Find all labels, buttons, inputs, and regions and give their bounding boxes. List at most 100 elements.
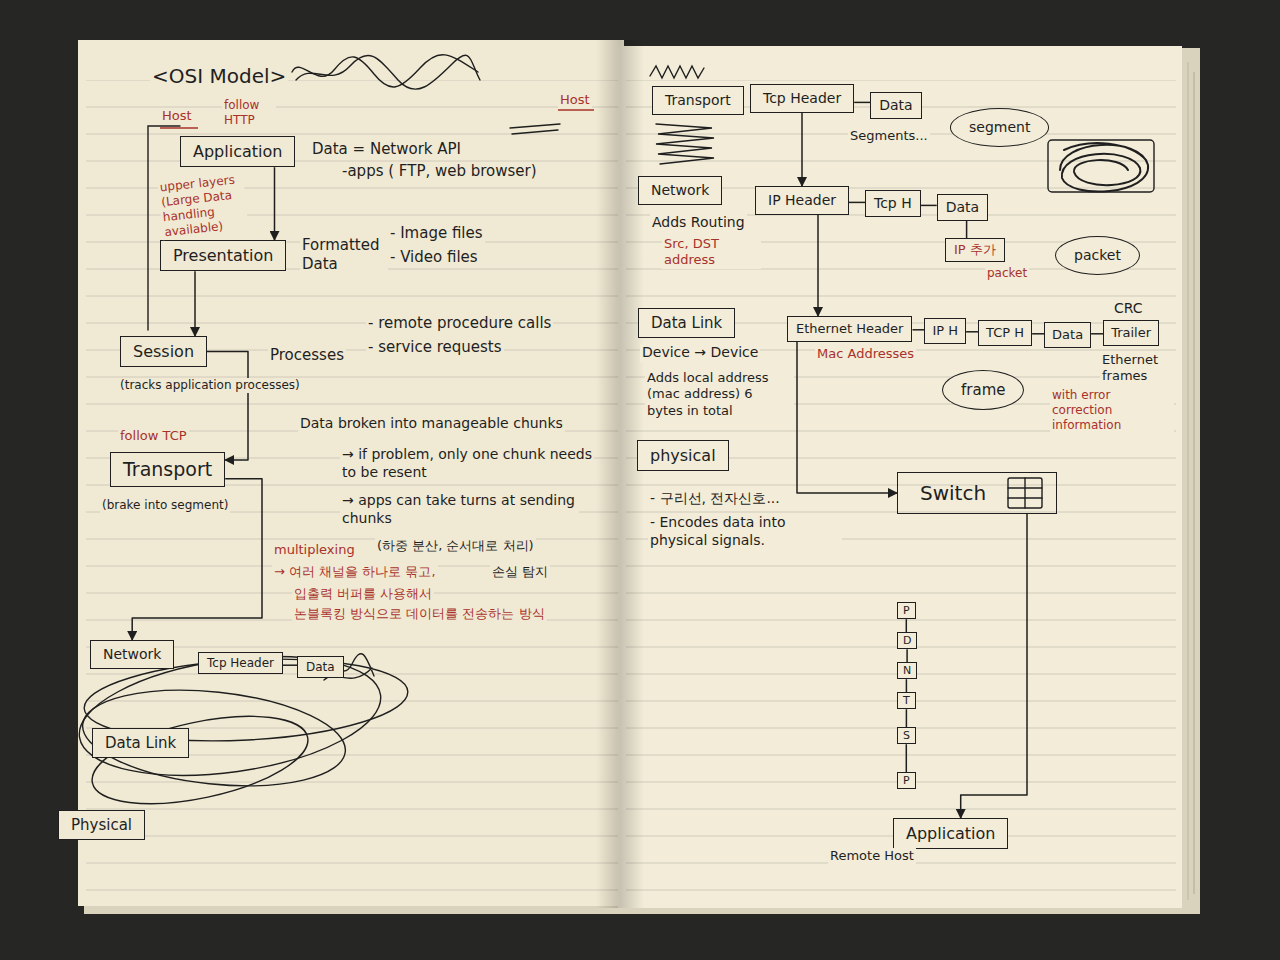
layer-box: Data (1044, 322, 1091, 348)
scribble (510, 124, 560, 134)
node-text: TCP H (986, 325, 1024, 340)
layer-box: Transport (110, 452, 225, 487)
node-text: Session (133, 342, 194, 361)
connector (194, 271, 196, 336)
node-text: Data (946, 199, 979, 215)
scribble (296, 55, 480, 89)
note-text: - remote procedure calls (366, 314, 553, 333)
node-text: IP 추가 (954, 242, 996, 257)
note-text: multiplexing (272, 542, 357, 558)
note-text: Src, DST address (662, 236, 761, 269)
scribble-box (1048, 140, 1154, 192)
layer-box: IP H (924, 318, 966, 344)
node-text: segment (969, 119, 1030, 135)
note-text: Host (558, 92, 592, 108)
layer-box: IP 추가 (945, 238, 1005, 262)
node-text: Data (306, 660, 335, 674)
connector (207, 352, 248, 460)
layer-box: IP Header (755, 186, 849, 215)
note-text: Adds Routing (650, 214, 747, 232)
note-text: upper layers (Large Data handling availa… (157, 172, 249, 241)
connector (961, 514, 1027, 818)
note-text: CRC (1112, 300, 1145, 318)
circle-node: segment (950, 108, 1049, 147)
circle-node: frame (942, 370, 1024, 410)
note-text: Ethernet frames (1100, 352, 1179, 385)
layer-box: N (897, 662, 917, 679)
note-text: Adds local address (mac address) 6 bytes… (645, 370, 794, 419)
note-text: (하중 분산, 순서대로 처리) (375, 538, 536, 554)
connector (906, 679, 908, 692)
connector (849, 202, 865, 204)
layer-box: Tcp Header (198, 652, 283, 674)
note-text: Data = Network API (310, 140, 463, 159)
note-text: Formatted Data (300, 236, 388, 274)
scribble (1060, 143, 1148, 191)
note-text: Device → Device (640, 344, 760, 362)
layer-box: Presentation (160, 240, 286, 271)
connector (801, 113, 803, 186)
ink-drawing (72, 55, 1154, 820)
node-text: Application (906, 824, 995, 843)
connector (913, 329, 925, 331)
ruled-lines (626, 80, 1176, 902)
layer-box: Network (638, 176, 722, 205)
node-text: Switch (920, 481, 986, 505)
note-text: - 구리선, 전자신호... (648, 490, 782, 508)
note-text: - Image files (388, 224, 485, 243)
note-text: with error correction information (1050, 388, 1174, 433)
connector (906, 619, 908, 632)
layer-box: Tcp H (865, 190, 921, 217)
layer-box: Data (937, 194, 988, 221)
node-text: Network (651, 182, 709, 198)
node-text: Tcp H (874, 195, 912, 211)
layer-box: Tcp Header (750, 84, 854, 113)
note-text: Segments... (848, 128, 930, 144)
note-text: - Video files (388, 248, 480, 267)
layer-box: Application (180, 136, 295, 167)
layer-box: Transport (652, 86, 744, 115)
page-edge (1194, 72, 1195, 894)
page-title: <OSI Model> (150, 64, 288, 89)
node-text: Trailer (1111, 325, 1151, 340)
note-text: Host (160, 108, 194, 124)
node-text: Data Link (651, 314, 722, 332)
note-text: Data broken into manageable chunks (298, 415, 565, 433)
page-edge (1188, 62, 1189, 900)
circle-node: packet (1055, 236, 1140, 275)
connector (966, 221, 968, 238)
node-text: Data (879, 97, 912, 113)
node-text: Data (1052, 327, 1083, 342)
note-text: 입출력 버퍼를 사용해서 (292, 586, 434, 602)
scribble (292, 55, 478, 87)
connector (966, 331, 978, 333)
connector (274, 167, 276, 240)
connector (1091, 333, 1103, 335)
layer-box: Ethernet Header (787, 316, 912, 342)
note-text: - service requests (366, 338, 504, 357)
node-text: Presentation (173, 246, 273, 265)
node-text: Tcp Header (207, 656, 274, 670)
layer-box: Application (893, 818, 1008, 849)
node-text: Network (103, 646, 161, 662)
connector (1032, 333, 1044, 335)
layer-box: Physical (58, 810, 145, 840)
layer-box: Data Link (638, 308, 735, 338)
node-text: IP H (932, 323, 958, 338)
note-text: → 여러 채널을 하나로 묶고, (272, 564, 438, 580)
note-text: 논블록킹 방식으로 데이터를 전송하는 방식 (292, 606, 547, 622)
hatch (650, 66, 704, 78)
note-text: → if problem, only one chunk needs to be… (340, 446, 594, 481)
note-text: packet (985, 266, 1029, 281)
node-text: T (903, 694, 910, 707)
underline (160, 127, 198, 128)
node-text: Tcp Header (763, 90, 841, 106)
note-text: (brake into segment) (100, 498, 230, 513)
layer-box: Session (120, 336, 207, 367)
layer-box: Network (90, 640, 174, 669)
layer-box: Trailer (1103, 320, 1159, 346)
layer-box: Data (297, 656, 344, 678)
note-text: 손실 탐지 (490, 564, 550, 580)
node-text: Transport (665, 92, 731, 108)
